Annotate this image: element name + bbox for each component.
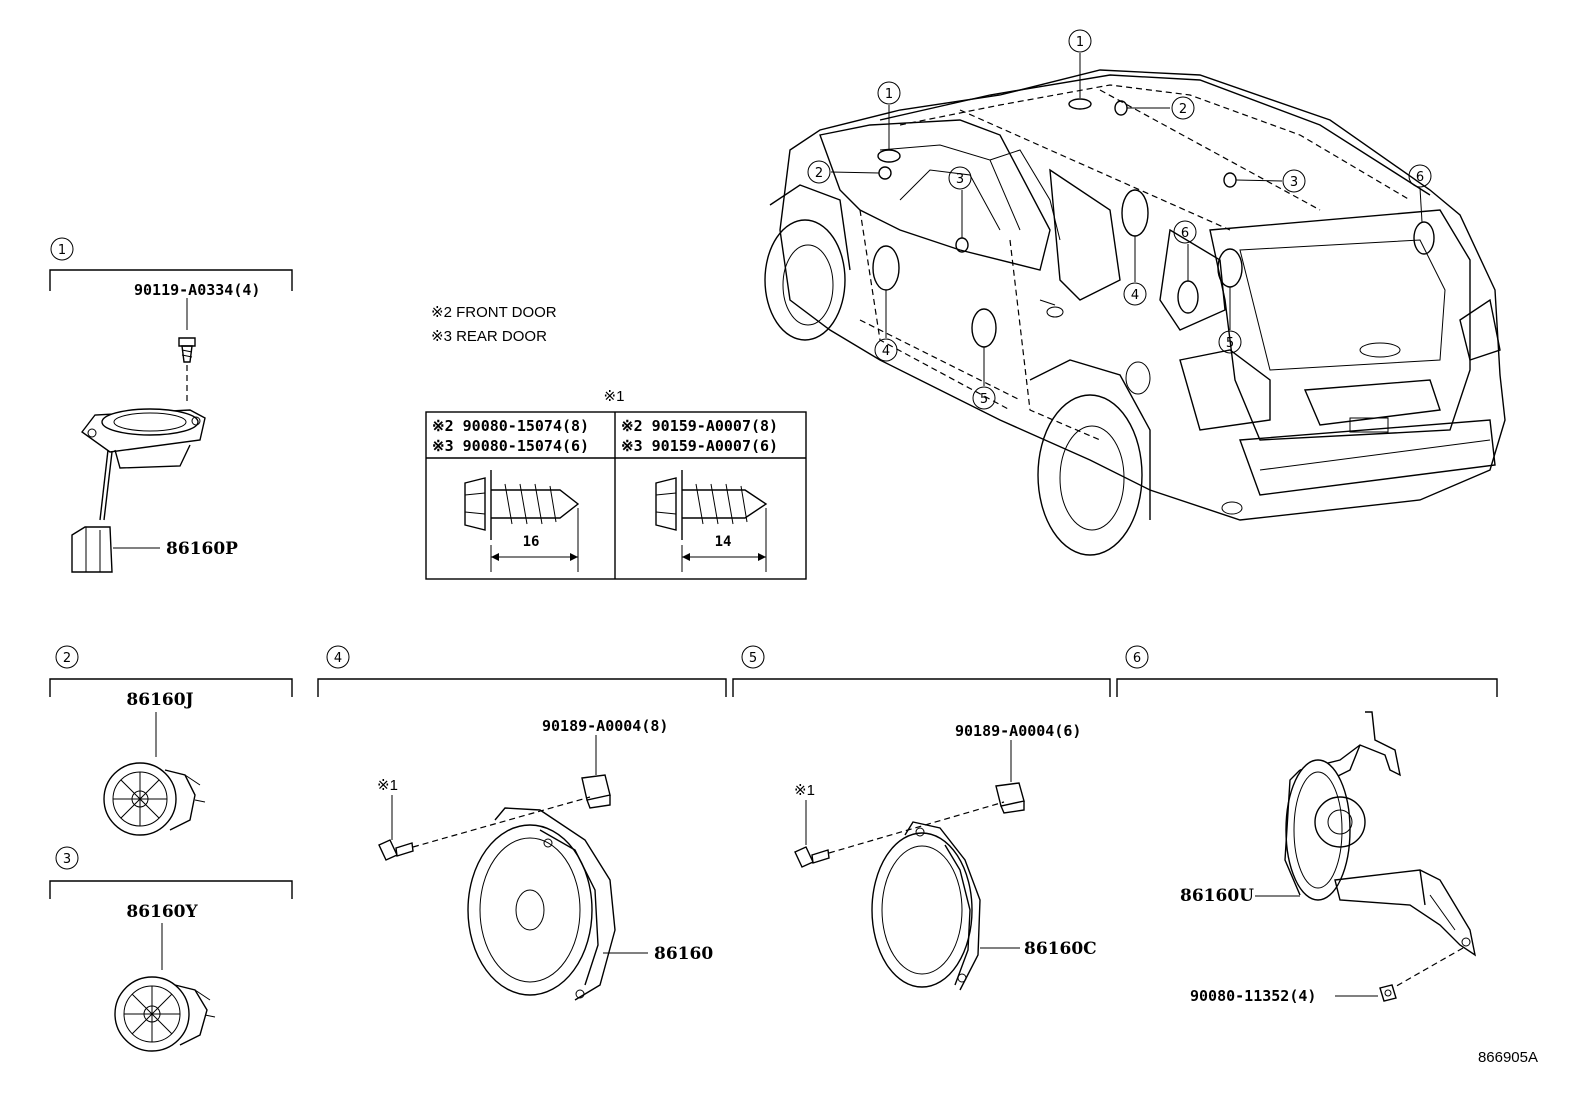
group-4-clip-part: 90189-A0004(8): [542, 717, 668, 735]
speaker-marker-2a: [878, 166, 892, 180]
group-5-screw-ref: ※1: [794, 782, 815, 799]
callout-4-text: 4: [882, 344, 890, 359]
group-5-clip-part: 90189-A0004(6): [955, 722, 1081, 740]
group-3-rear-tweeter: 3 86160Y: [49, 846, 293, 1052]
bolt-icon: [1379, 984, 1397, 1002]
vehicle-illustration: 1 1 2 2 3 3 4 4 5 5 6 6: [764, 29, 1506, 556]
group-2-front-tweeter: 2 86160J: [49, 645, 293, 836]
group-4-front-door-speaker: 4 90189-A0004(8) ※1 86160: [317, 645, 727, 1001]
speaker-marker-3b: [1223, 172, 1237, 188]
clip-icon: [581, 774, 611, 809]
group-2-number: 2: [63, 651, 71, 666]
door-speaker-icon: [871, 821, 981, 991]
callout-4-text: 4: [1131, 288, 1139, 303]
vehicle-callouts: 1 1 2 2 3 3 4 4 5 5 6 6: [807, 29, 1432, 410]
group-1-number: 1: [58, 243, 66, 258]
group-5-rear-door-speaker: 5 90189-A0004(6) ※1 86160C: [732, 645, 1111, 991]
bracket-speaker-icon: [1284, 711, 1477, 957]
group-3-part: 86160Y: [126, 902, 198, 922]
group-3-number: 3: [63, 852, 71, 867]
callout-1-text: 1: [1076, 35, 1084, 50]
group-5-speaker-part: 86160C: [1024, 939, 1097, 959]
speaker-marker-6a: [1177, 280, 1199, 314]
group-6-quarter-speaker: 6 86160U 90080-11352(4): [1116, 645, 1498, 1005]
group-4-number: 4: [334, 651, 342, 666]
callout-6-text: 6: [1181, 226, 1189, 241]
callout-3-text: 3: [956, 172, 964, 187]
tweeter-speaker-icon: [81, 408, 206, 469]
group-6-screw-part: 90080-11352(4): [1190, 987, 1316, 1005]
tapping-screw-icon: [655, 470, 768, 572]
speaker-marker-1a: [877, 149, 901, 163]
screw-table-left-row2: ※3 90080-15074(6): [432, 437, 589, 455]
note-front-door: ※2 FRONT DOOR: [431, 304, 557, 321]
group-6-speaker-part: 86160U: [1180, 886, 1254, 906]
speaker-marker-5a: [971, 308, 997, 348]
callout-2-text: 2: [1179, 102, 1187, 117]
callout-6-text: 6: [1416, 170, 1424, 185]
speaker-marker-2b: [1114, 100, 1128, 116]
group-4-screw-ref: ※1: [377, 777, 398, 794]
door-speaker-icon: [467, 807, 616, 1001]
callout-3-text: 3: [1290, 175, 1298, 190]
tweeter-icon: [103, 762, 206, 836]
group-2-part: 86160J: [126, 690, 193, 710]
group-1-tweeter-dash: 1 90119-A0334(4) 86160P: [49, 237, 293, 573]
group-6-number: 6: [1133, 651, 1141, 666]
group-5-number: 5: [749, 651, 757, 666]
screw-icon: [178, 337, 196, 363]
speaker-marker-1b: [1068, 98, 1092, 110]
diagram-id: 866905A: [1478, 1049, 1538, 1066]
callout-1-text: 1: [885, 87, 893, 102]
tweeter-icon: [114, 976, 216, 1052]
group-1-speaker-part: 86160P: [166, 539, 238, 559]
group-4-speaker-part: 86160: [654, 944, 713, 964]
screw-icon: [378, 839, 414, 861]
speaker-marker-4b: [1121, 189, 1149, 237]
callout-5-text: 5: [980, 392, 988, 407]
group-1-screw-part: 90119-A0334(4): [134, 281, 260, 299]
screw-table: ※1 ※2 90080-15074(8) ※3 90080-15074(6) ※…: [425, 388, 807, 580]
speaker-marker-5b: [1217, 248, 1243, 288]
tapping-screw-icon: [464, 470, 580, 572]
screw-table-right-row1: ※2 90159-A0007(8): [621, 417, 778, 435]
speaker-marker-4a: [872, 245, 900, 291]
screw-length-right: 14: [715, 534, 732, 550]
note-rear-door: ※3 REAR DOOR: [431, 328, 547, 345]
speaker-marker-6b: [1413, 221, 1435, 255]
screw-table-left-row1: ※2 90080-15074(8): [432, 417, 589, 435]
callout-5-text: 5: [1226, 336, 1234, 351]
screw-table-right-row2: ※3 90159-A0007(6): [621, 437, 778, 455]
screw-length-left: 16: [523, 534, 540, 550]
connector-icon: [71, 526, 113, 573]
clip-icon: [995, 782, 1025, 814]
screw-table-title: ※1: [604, 388, 625, 405]
screw-icon: [794, 846, 830, 868]
callout-2-text: 2: [815, 166, 823, 181]
